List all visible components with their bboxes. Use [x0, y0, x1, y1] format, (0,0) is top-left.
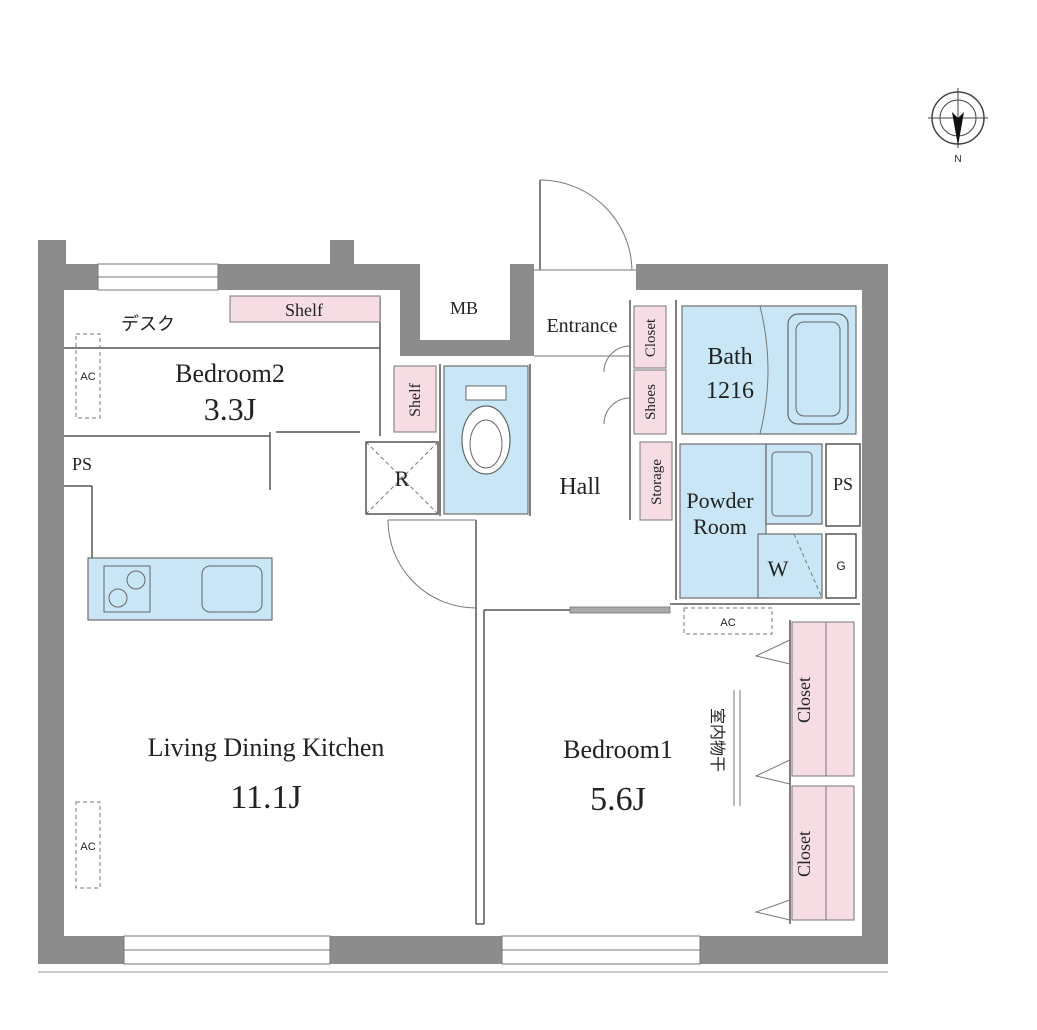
sliding-door	[569, 606, 671, 614]
ldk-size: 11.1J	[230, 779, 301, 816]
closet-entrance	[633, 305, 667, 369]
compass-north-label: N	[954, 154, 961, 165]
shelf-top-label: Shelf	[285, 300, 323, 320]
ps-right-label: PS	[833, 474, 853, 494]
ac-ldk	[75, 801, 101, 889]
refrigerator	[365, 441, 439, 515]
closet-door-swing	[603, 345, 631, 425]
hall-label: Hall	[559, 474, 601, 500]
storage-label: Storage	[649, 459, 665, 505]
shoes-label: Shoes	[643, 384, 659, 420]
closet-door-marks	[754, 639, 791, 921]
ps-right	[825, 443, 861, 527]
powder-room	[679, 443, 823, 599]
shelf-top	[229, 295, 381, 323]
ps-left-label: PS	[72, 454, 92, 474]
bedroom1-size: 5.6J	[590, 781, 646, 818]
toilet	[443, 365, 529, 515]
bedroom1-name: Bedroom1	[563, 735, 673, 764]
powder-room-line2: Room	[693, 514, 747, 539]
entrance-label: Entrance	[546, 315, 617, 337]
desk-label: デスク	[121, 314, 175, 334]
refrigerator-label: R	[395, 466, 410, 491]
powder-room-line1: Powder	[686, 488, 754, 513]
ac-bedroom1-label: AC	[720, 617, 735, 629]
interior-walls	[64, 298, 860, 925]
shoes-cabinet	[633, 369, 667, 435]
mb-label: MB	[450, 298, 478, 318]
kitchen-counter	[87, 557, 273, 621]
bathroom	[681, 305, 857, 435]
washer-label: W	[768, 556, 789, 581]
washer	[757, 533, 823, 599]
ac-ldk-label: AC	[80, 841, 95, 853]
bath-name: Bath	[707, 344, 752, 370]
gas-label: G	[836, 559, 845, 573]
exterior-walls	[38, 240, 888, 973]
windows	[97, 263, 701, 965]
bedroom2-size: 3.3J	[204, 391, 256, 427]
entrance-door	[534, 179, 636, 271]
compass-icon	[928, 88, 988, 148]
closet-lower	[791, 785, 855, 921]
closet-entrance-label: Closet	[643, 318, 659, 357]
ac-bedroom2	[75, 333, 101, 419]
closet-lower-label: Closet	[794, 831, 814, 877]
bath-size: 1216	[706, 378, 754, 404]
shelf-side	[393, 365, 437, 433]
gas-meter	[825, 533, 857, 599]
ac-bedroom2-label: AC	[80, 371, 95, 383]
storage	[639, 441, 673, 521]
closet-upper	[791, 621, 855, 777]
ldk-name: Living Dining Kitchen	[148, 733, 385, 762]
drying-rack-label: 室内物干	[708, 708, 726, 772]
ldk-door-swing	[387, 519, 477, 609]
shelf-side-label: Shelf	[407, 382, 424, 416]
bedroom2-name: Bedroom2	[175, 359, 285, 388]
ac-bedroom1	[683, 607, 773, 635]
closet-upper-label: Closet	[794, 677, 814, 723]
